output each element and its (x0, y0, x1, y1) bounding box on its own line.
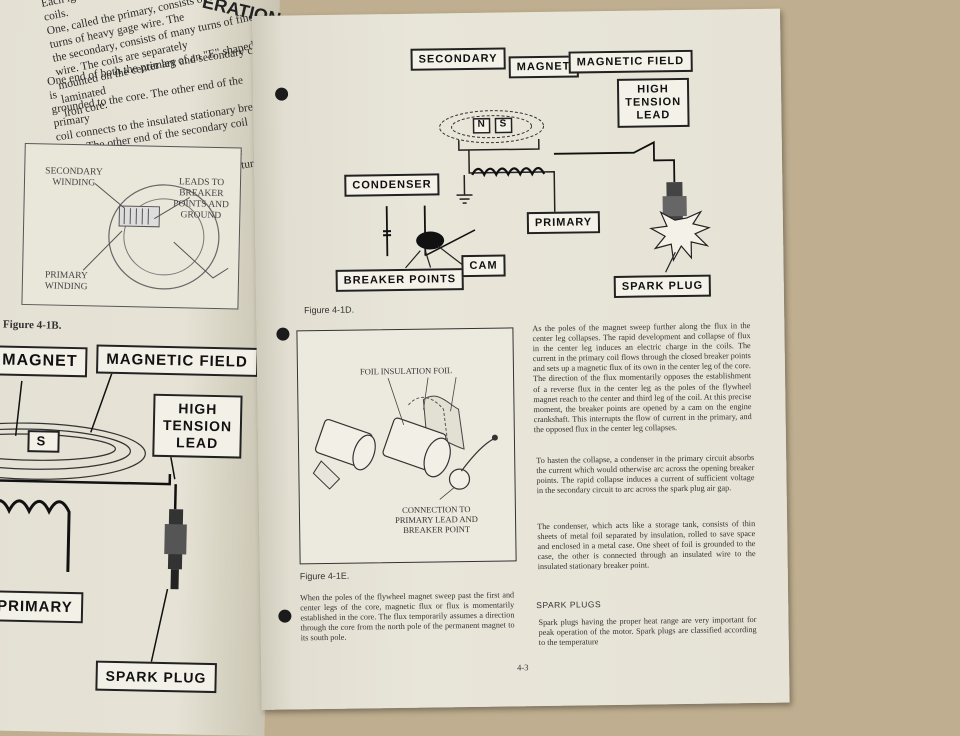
high-tension-lead-label: HIGH TENSION LEAD (617, 78, 690, 128)
cam-label: CAM (461, 254, 505, 277)
magnetic-field-label: MAGNETIC FIELD (569, 50, 693, 74)
spark-plug-label-left: SPARK PLUG (95, 661, 216, 694)
paragraph-condenser-collapse: To hasten the collapse, a condenser in t… (536, 453, 755, 496)
paragraph-flux-collapse: As the poles of the magnet sweep further… (532, 321, 752, 435)
breaker-points-label: BREAKER POINTS (336, 268, 465, 292)
secondary-winding-label: SECONDARY WINDING (45, 166, 103, 189)
photo-scene: ERATION Each ignition coil actually cons… (0, 0, 960, 720)
high-tension-lead-label-left: HIGH TENSION LEAD (152, 394, 243, 459)
magnetic-field-label-left: MAGNETIC FIELD (96, 345, 258, 377)
right-page: N S SECONDARY MAGNET MAGNETIC FIELD HIGH… (252, 9, 790, 710)
figure-4-1b-caption: Figure 4-1B. (3, 319, 62, 332)
paragraph-condenser-description: The condenser, which acts like a storage… (537, 519, 756, 573)
foil-insulation-foil-label: FOIL INSULATION FOIL (360, 365, 452, 376)
condenser-label: CONDENSER (344, 173, 440, 196)
left-page: ERATION Each ignition coil actually cons… (0, 0, 280, 736)
paragraph-spark-plugs: Spark plugs having the proper heat range… (538, 615, 756, 648)
binder-hole (275, 88, 288, 101)
spark-plug-label: SPARK PLUG (614, 275, 712, 298)
leads-label: LEADS TO BREAKER POINTS AND GROUND (162, 177, 240, 223)
primary-label-left: PRIMARY (0, 590, 83, 623)
n-pole-label: N (477, 119, 484, 130)
s-pole-label: S (499, 118, 506, 129)
primary-label: PRIMARY (527, 211, 601, 234)
primary-winding-label: PRIMARY WINDING (45, 270, 88, 293)
secondary-label: SECONDARY (410, 47, 505, 70)
paragraph-flywheel-flux: When the poles of the flywheel magnet sw… (300, 590, 515, 643)
figure-4-1e: FOIL INSULATION FOIL CONNECTION TO PRIMA… (296, 327, 516, 564)
page-number: 4-3 (517, 662, 528, 672)
section-heading-spark-plugs: SPARK PLUGS (536, 599, 601, 610)
magnet-label-left: MAGNET (0, 345, 88, 377)
binder-hole (276, 328, 289, 341)
figure-4-1e-caption: Figure 4-1E. (300, 571, 350, 582)
figure-4-1b: SECONDARY WINDING LEADS TO BREAKER POINT… (21, 143, 241, 310)
s-pole-label-left: S (36, 433, 45, 448)
figure-4-1d-caption: Figure 4-1D. (304, 305, 354, 316)
connection-label: CONNECTION TO PRIMARY LEAD AND BREAKER P… (395, 504, 478, 535)
binder-hole (278, 610, 291, 623)
